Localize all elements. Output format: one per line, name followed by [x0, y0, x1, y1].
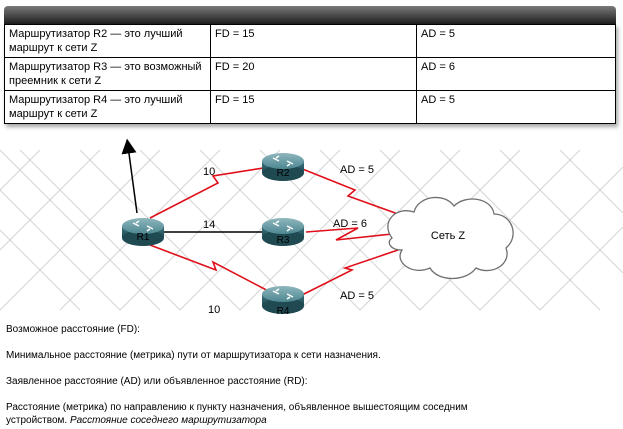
fd-title: Возможное расстояние (FD): — [6, 324, 140, 335]
fd-cell: FD = 15 — [210, 24, 417, 58]
network-z-cloud: Сеть Z — [387, 196, 514, 280]
link-label-r4-z: AD = 5 — [340, 290, 374, 302]
link-r1-r2 — [149, 165, 277, 219]
network-diagram: Сеть Z R1 R2 R3 R4 10 14 10 AD = 5 AD = … — [0, 138, 623, 317]
router-label: R2 — [277, 168, 290, 179]
link-r4-z — [299, 249, 399, 297]
table-header-bar — [4, 6, 616, 24]
fd-description: Минимальное расстояние (метрика) пути от… — [6, 350, 381, 361]
route-cell: Маршрутизатор R3 — это возможный преемни… — [4, 57, 211, 91]
router-label: R1 — [137, 232, 150, 243]
ad-cell: AD = 6 — [416, 57, 616, 91]
link-label-r1-r3: 14 — [203, 219, 215, 231]
link-r3-z — [305, 227, 393, 241]
ad-title: Заявленное расстояние (AD) или объявленн… — [6, 376, 308, 387]
router-r4: R4 — [262, 286, 304, 317]
ad-description: Расстояние (метрика) по направлению к пу… — [6, 402, 468, 426]
link-label-r3-z: AD = 6 — [333, 218, 367, 230]
ad-description-italic: Расстояние соседнего маршрутизатора — [69, 415, 267, 426]
background-grid — [0, 149, 623, 311]
link-label-r2-z: AD = 5 — [340, 164, 374, 176]
ad-cell: AD = 5 — [416, 24, 616, 58]
table-row: Маршрутизатор R2 — это лучший маршрут к … — [4, 24, 616, 58]
table-row: Маршрутизатор R4 — это лучший маршрут к … — [4, 90, 616, 124]
pointer-arrow — [121, 138, 138, 214]
ad-cell: AD = 5 — [416, 90, 616, 124]
fd-cell: FD = 15 — [210, 90, 417, 124]
link-r2-z — [299, 167, 399, 215]
router-r3: R3 — [262, 218, 304, 246]
cloud-label: Сеть Z — [431, 230, 466, 242]
router-r1: R1 — [122, 218, 164, 246]
routes-table: Маршрутизатор R2 — это лучший маршрут к … — [4, 24, 616, 124]
router-label: R4 — [277, 306, 290, 317]
router-label: R3 — [277, 235, 290, 246]
route-cell: Маршрутизатор R4 — это лучший маршрут к … — [4, 90, 211, 124]
link-label-r1-r4: 10 — [208, 304, 220, 316]
link-label-r1-r2: 10 — [203, 166, 215, 178]
router-r2: R2 — [262, 153, 304, 181]
link-r1-r4 — [149, 244, 277, 296]
ad-description-block: Расстояние (метрика) по направлению к пу… — [6, 401, 526, 427]
